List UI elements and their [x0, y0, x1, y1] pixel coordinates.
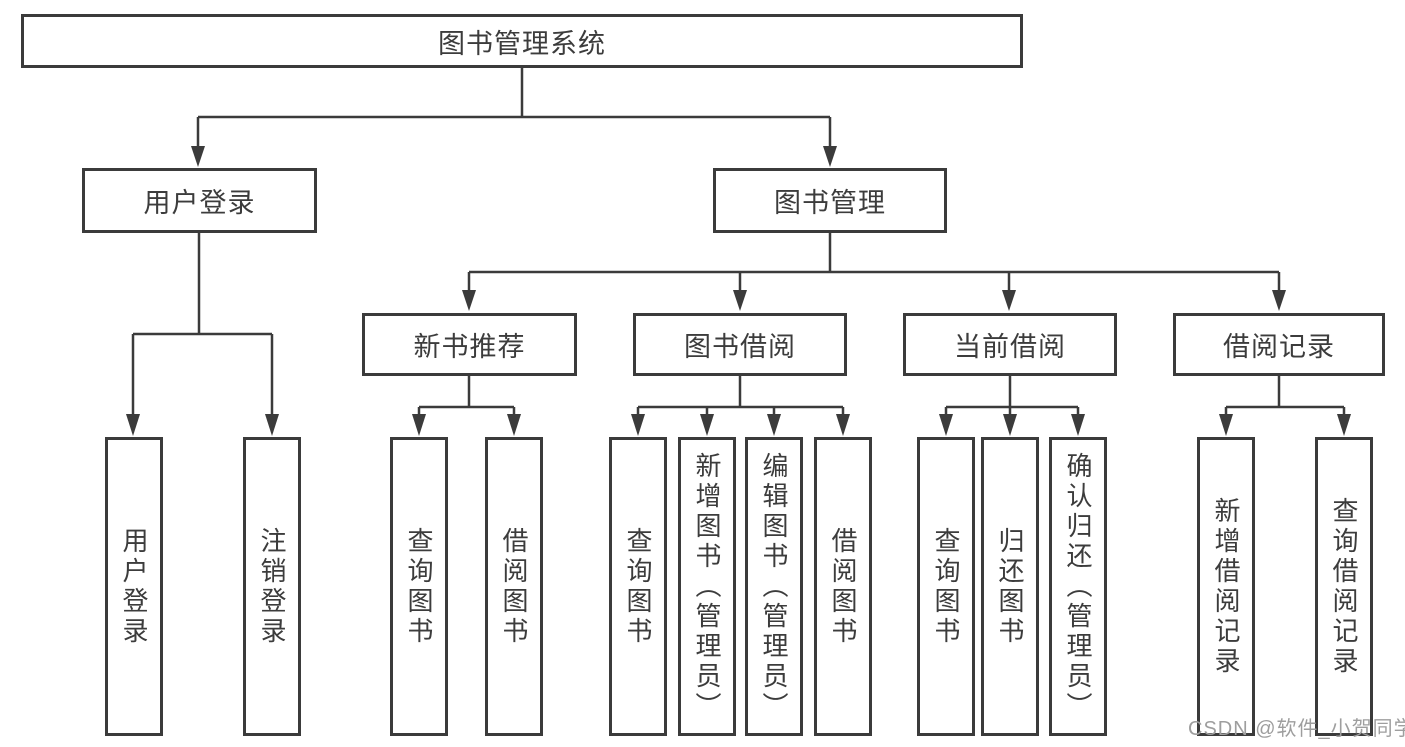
arrowhead [412, 414, 426, 436]
node-new-book-recommend: 新书推荐 [362, 313, 577, 376]
node-borrow-records: 借阅记录 [1173, 313, 1385, 376]
arrowhead [1219, 414, 1233, 436]
arrowhead [631, 414, 645, 436]
connector-book-borrow-branch [636, 376, 845, 416]
node-book-management: 图书管理 [713, 168, 947, 233]
leaf-cb-query-books-label: 查询图书 [931, 526, 961, 647]
leaf-br-add-record-label: 新增借阅记录 [1211, 496, 1241, 677]
leaf-bb-query-books-label: 查询图书 [623, 526, 653, 647]
leaf-logout: 注销登录 [243, 437, 301, 736]
leaf-br-query-record-label: 查询借阅记录 [1329, 496, 1359, 677]
arrowhead [1003, 414, 1017, 436]
connector-new-book-branch [417, 376, 516, 416]
arrowhead [767, 414, 781, 436]
node-book-borrow: 图书借阅 [633, 313, 847, 376]
leaf-br-query-record: 查询借阅记录 [1315, 437, 1373, 736]
node-book-borrow-label: 图书借阅 [684, 332, 796, 362]
arrowhead [462, 290, 476, 311]
leaf-nbr-borrow-books-label: 借阅图书 [499, 526, 529, 647]
arrowhead [939, 414, 953, 436]
arrowhead [265, 414, 279, 436]
node-user-login: 用户登录 [82, 168, 317, 233]
node-current-borrow-label: 当前借阅 [954, 332, 1066, 362]
leaf-user-login: 用户登录 [105, 437, 163, 736]
arrowhead [823, 146, 837, 167]
connector-root-branch [196, 68, 832, 148]
arrowhead [1337, 414, 1351, 436]
leaf-bb-borrow-books: 借阅图书 [814, 437, 872, 736]
leaf-cb-confirm-return-admin-label: 确认归还（管理员） [1063, 451, 1093, 722]
node-current-borrow: 当前借阅 [903, 313, 1117, 376]
leaf-nbr-borrow-books: 借阅图书 [485, 437, 543, 736]
leaf-cb-confirm-return-admin: 确认归还（管理员） [1049, 437, 1107, 736]
leaf-logout-label: 注销登录 [257, 526, 287, 647]
leaf-br-add-record: 新增借阅记录 [1197, 437, 1255, 736]
leaf-nbr-query-books-label: 查询图书 [404, 526, 434, 647]
leaf-cb-return-books: 归还图书 [981, 437, 1039, 736]
arrowhead [126, 414, 140, 436]
connector-book-mgmt-branch [467, 233, 1281, 292]
watermark: CSDN @软件_小贺同学 [1188, 718, 1405, 740]
connector-user-login-branch [131, 233, 274, 416]
node-user-login-label: 用户登录 [143, 188, 256, 218]
arrowhead [836, 414, 850, 436]
arrowhead [507, 414, 521, 436]
arrowhead [191, 146, 205, 167]
node-root: 图书管理系统 [21, 14, 1023, 68]
node-root-label: 图书管理系统 [438, 28, 606, 59]
node-book-management-label: 图书管理 [774, 188, 886, 218]
leaf-cb-return-books-label: 归还图书 [995, 526, 1025, 647]
leaf-nbr-query-books: 查询图书 [390, 437, 448, 736]
leaf-bb-add-books-admin: 新增图书（管理员） [678, 437, 736, 736]
leaf-bb-edit-books-admin: 编辑图书（管理员） [745, 437, 803, 736]
connector-current-borrow-branch [944, 376, 1080, 416]
arrowhead [700, 414, 714, 436]
arrowhead [1272, 290, 1286, 311]
connector-borrow-record-branch [1224, 376, 1346, 416]
leaf-bb-borrow-books-label: 借阅图书 [828, 526, 858, 647]
leaf-cb-query-books: 查询图书 [917, 437, 975, 736]
arrowhead [733, 290, 747, 311]
leaf-user-login-label: 用户登录 [119, 526, 149, 647]
node-borrow-records-label: 借阅记录 [1223, 332, 1335, 362]
leaf-bb-query-books: 查询图书 [609, 437, 667, 736]
arrowhead [1002, 290, 1016, 311]
arrowhead [1071, 414, 1085, 436]
leaf-bb-add-books-admin-label: 新增图书（管理员） [692, 451, 722, 722]
leaf-bb-edit-books-admin-label: 编辑图书（管理员） [759, 451, 789, 722]
node-new-book-recommend-label: 新书推荐 [413, 332, 526, 362]
